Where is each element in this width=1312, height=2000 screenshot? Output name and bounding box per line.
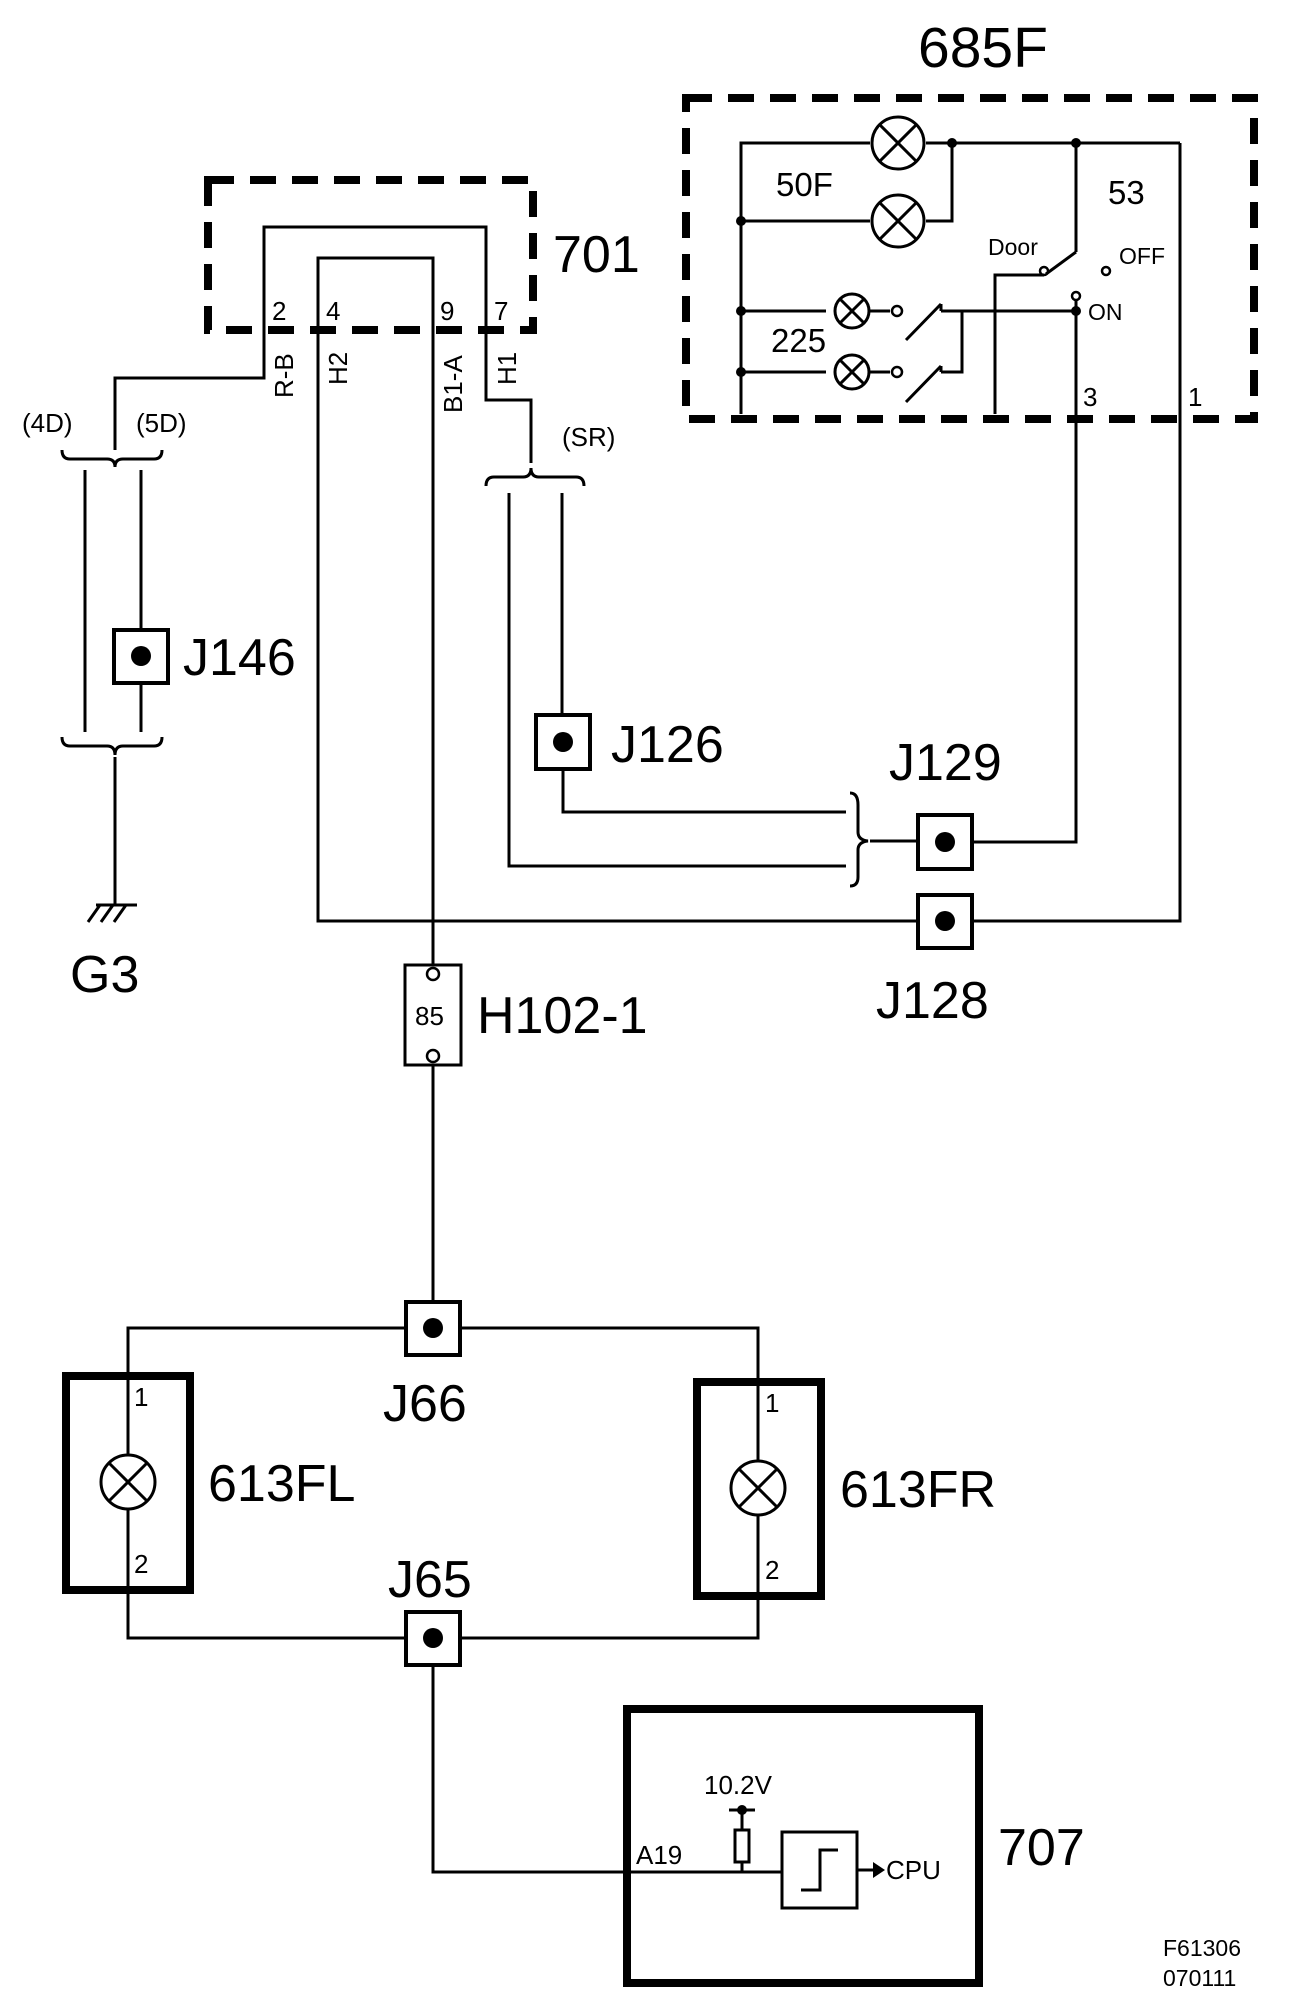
fuse-top-terminal: [425, 966, 441, 982]
junction-j146: [112, 628, 170, 685]
685f-node-4: [947, 138, 957, 148]
junction-j146-label: J146: [183, 629, 296, 687]
module-685f-label: 685F: [918, 16, 1048, 80]
module-701-label: 701: [553, 226, 640, 284]
wire-label-b1a: B1-A: [438, 355, 468, 413]
j129-brace: [849, 791, 869, 888]
junction-j126-label: J126: [611, 716, 724, 774]
lamp-613fl-pin-2: 2: [134, 1549, 148, 1579]
wire-h2-to-j128: [316, 330, 918, 923]
connector-701-pin-4: 4: [326, 296, 340, 326]
switch-on-label: ON: [1088, 299, 1123, 325]
lamp-225-lower-terminal: [890, 365, 904, 379]
junction-j146-dot: [131, 646, 151, 666]
wire-j65-loop: [126, 1590, 760, 1640]
module-685f-box: [682, 94, 1258, 423]
lamp-613fl-icon: [99, 1453, 157, 1511]
lamp-613fr-icon: [729, 1459, 787, 1517]
wire-label-h1: H1: [492, 352, 522, 385]
junction-j65-label: J65: [388, 1551, 472, 1609]
lamp-group-50f-label: 50F: [776, 166, 833, 203]
connector-701-pin-2: 2: [272, 296, 286, 326]
switch-off-label: OFF: [1119, 243, 1165, 269]
variant-label-sr: (SR): [562, 422, 615, 452]
variant-brace-bottom: [60, 736, 164, 756]
lamp-225-lower: [833, 353, 871, 391]
lamp-613fr-pin-1: 1: [765, 1388, 779, 1418]
wire-h1-to-sr-branch: [484, 330, 533, 463]
lamp-613fl-pin-1: 1: [134, 1382, 148, 1412]
connector-701-pin-7: 7: [494, 296, 508, 326]
switch-on-contact: [1070, 290, 1082, 302]
fuse-bottom-terminal: [425, 1048, 441, 1064]
junction-j129-dot: [935, 832, 955, 852]
wire-j128-to-685f-pin1: [972, 414, 1182, 923]
ecu-707-supply-label: 10.2V: [704, 1770, 773, 1800]
junction-j129-label: J129: [889, 734, 1002, 792]
fuse-label: H102-1: [477, 987, 648, 1045]
fuse-h102-1: [403, 963, 463, 1067]
switch-225-upper-blade: [904, 302, 943, 342]
wire-label-rb: R-B: [269, 353, 299, 398]
lamp-50f-upper: [870, 115, 926, 171]
lamp-613fl-label: 613FL: [208, 1455, 355, 1513]
ecu-707-output-label: CPU: [886, 1855, 941, 1885]
685f-pin-3: 3: [1083, 382, 1097, 412]
wire-label-h2: H2: [323, 352, 353, 385]
footer-date: 070111: [1163, 1965, 1236, 1991]
switch-53-blade: [1045, 250, 1077, 276]
footer-figure-code: F61306: [1163, 1935, 1241, 1961]
module-701-internal-loop: [262, 225, 488, 330]
module-707-box: [623, 1705, 983, 1987]
junction-j126-dot: [553, 732, 573, 752]
variant-brace-top: [60, 449, 164, 468]
lamp-225-upper-terminal: [890, 304, 904, 318]
switch-door-label: Door: [988, 234, 1038, 260]
685f-node-5: [1071, 138, 1081, 148]
685f-node-1: [736, 216, 746, 226]
lamp-225-upper: [833, 292, 871, 330]
wire-j129-to-685f-pin3: [972, 414, 1078, 844]
wire-j126-to-j129: [561, 769, 846, 814]
fuse-rating: 85: [415, 1001, 444, 1031]
ecu-707-pullup-resistor: [733, 1828, 751, 1864]
lamp-50f-lower: [870, 193, 926, 249]
sr-brace: [484, 467, 586, 487]
685f-node-3: [736, 367, 746, 377]
ground-label-g3: G3: [70, 946, 139, 1004]
variant-label-4d: (4D): [22, 408, 73, 438]
junction-j65-dot: [423, 1628, 443, 1648]
wire-sr-left: [507, 493, 846, 868]
ground-symbol: [86, 903, 137, 923]
ecu-707-output-arrow: [873, 1862, 885, 1878]
wire-j65-to-707: [431, 1665, 627, 1874]
685f-left-bus: [739, 141, 870, 414]
685f-pin-1: 1: [1188, 382, 1202, 412]
lamp-group-225-label: 225: [771, 322, 826, 359]
ecu-707-trigger-symbol: [801, 1848, 838, 1892]
switch-225-common: [941, 309, 964, 374]
junction-j66-label: J66: [383, 1375, 467, 1433]
module-701-box: [204, 176, 537, 334]
685f-50f-common: [926, 141, 954, 223]
junction-j66-dot: [423, 1318, 443, 1338]
switch-225-lower-blade: [904, 364, 943, 404]
lamp-613fr-pin-2: 2: [765, 1555, 779, 1585]
switch-53-label: 53: [1108, 174, 1145, 211]
switch-off-contact: [1100, 265, 1112, 277]
wire-rb-to-ground-branch: [113, 330, 266, 450]
lamp-613fr-label: 613FR: [840, 1461, 996, 1519]
module-701-internal-link: [316, 256, 435, 330]
junction-j128-dot: [935, 911, 955, 931]
junction-j128-label: J128: [876, 972, 989, 1030]
variant-label-5d: (5D): [136, 408, 187, 438]
685f-node-2: [736, 306, 746, 316]
switch-door-wire: [993, 273, 1044, 414]
ecu-707-pin-a19: A19: [636, 1840, 682, 1870]
module-707-label: 707: [998, 1819, 1085, 1877]
connector-701-pin-9: 9: [440, 296, 454, 326]
